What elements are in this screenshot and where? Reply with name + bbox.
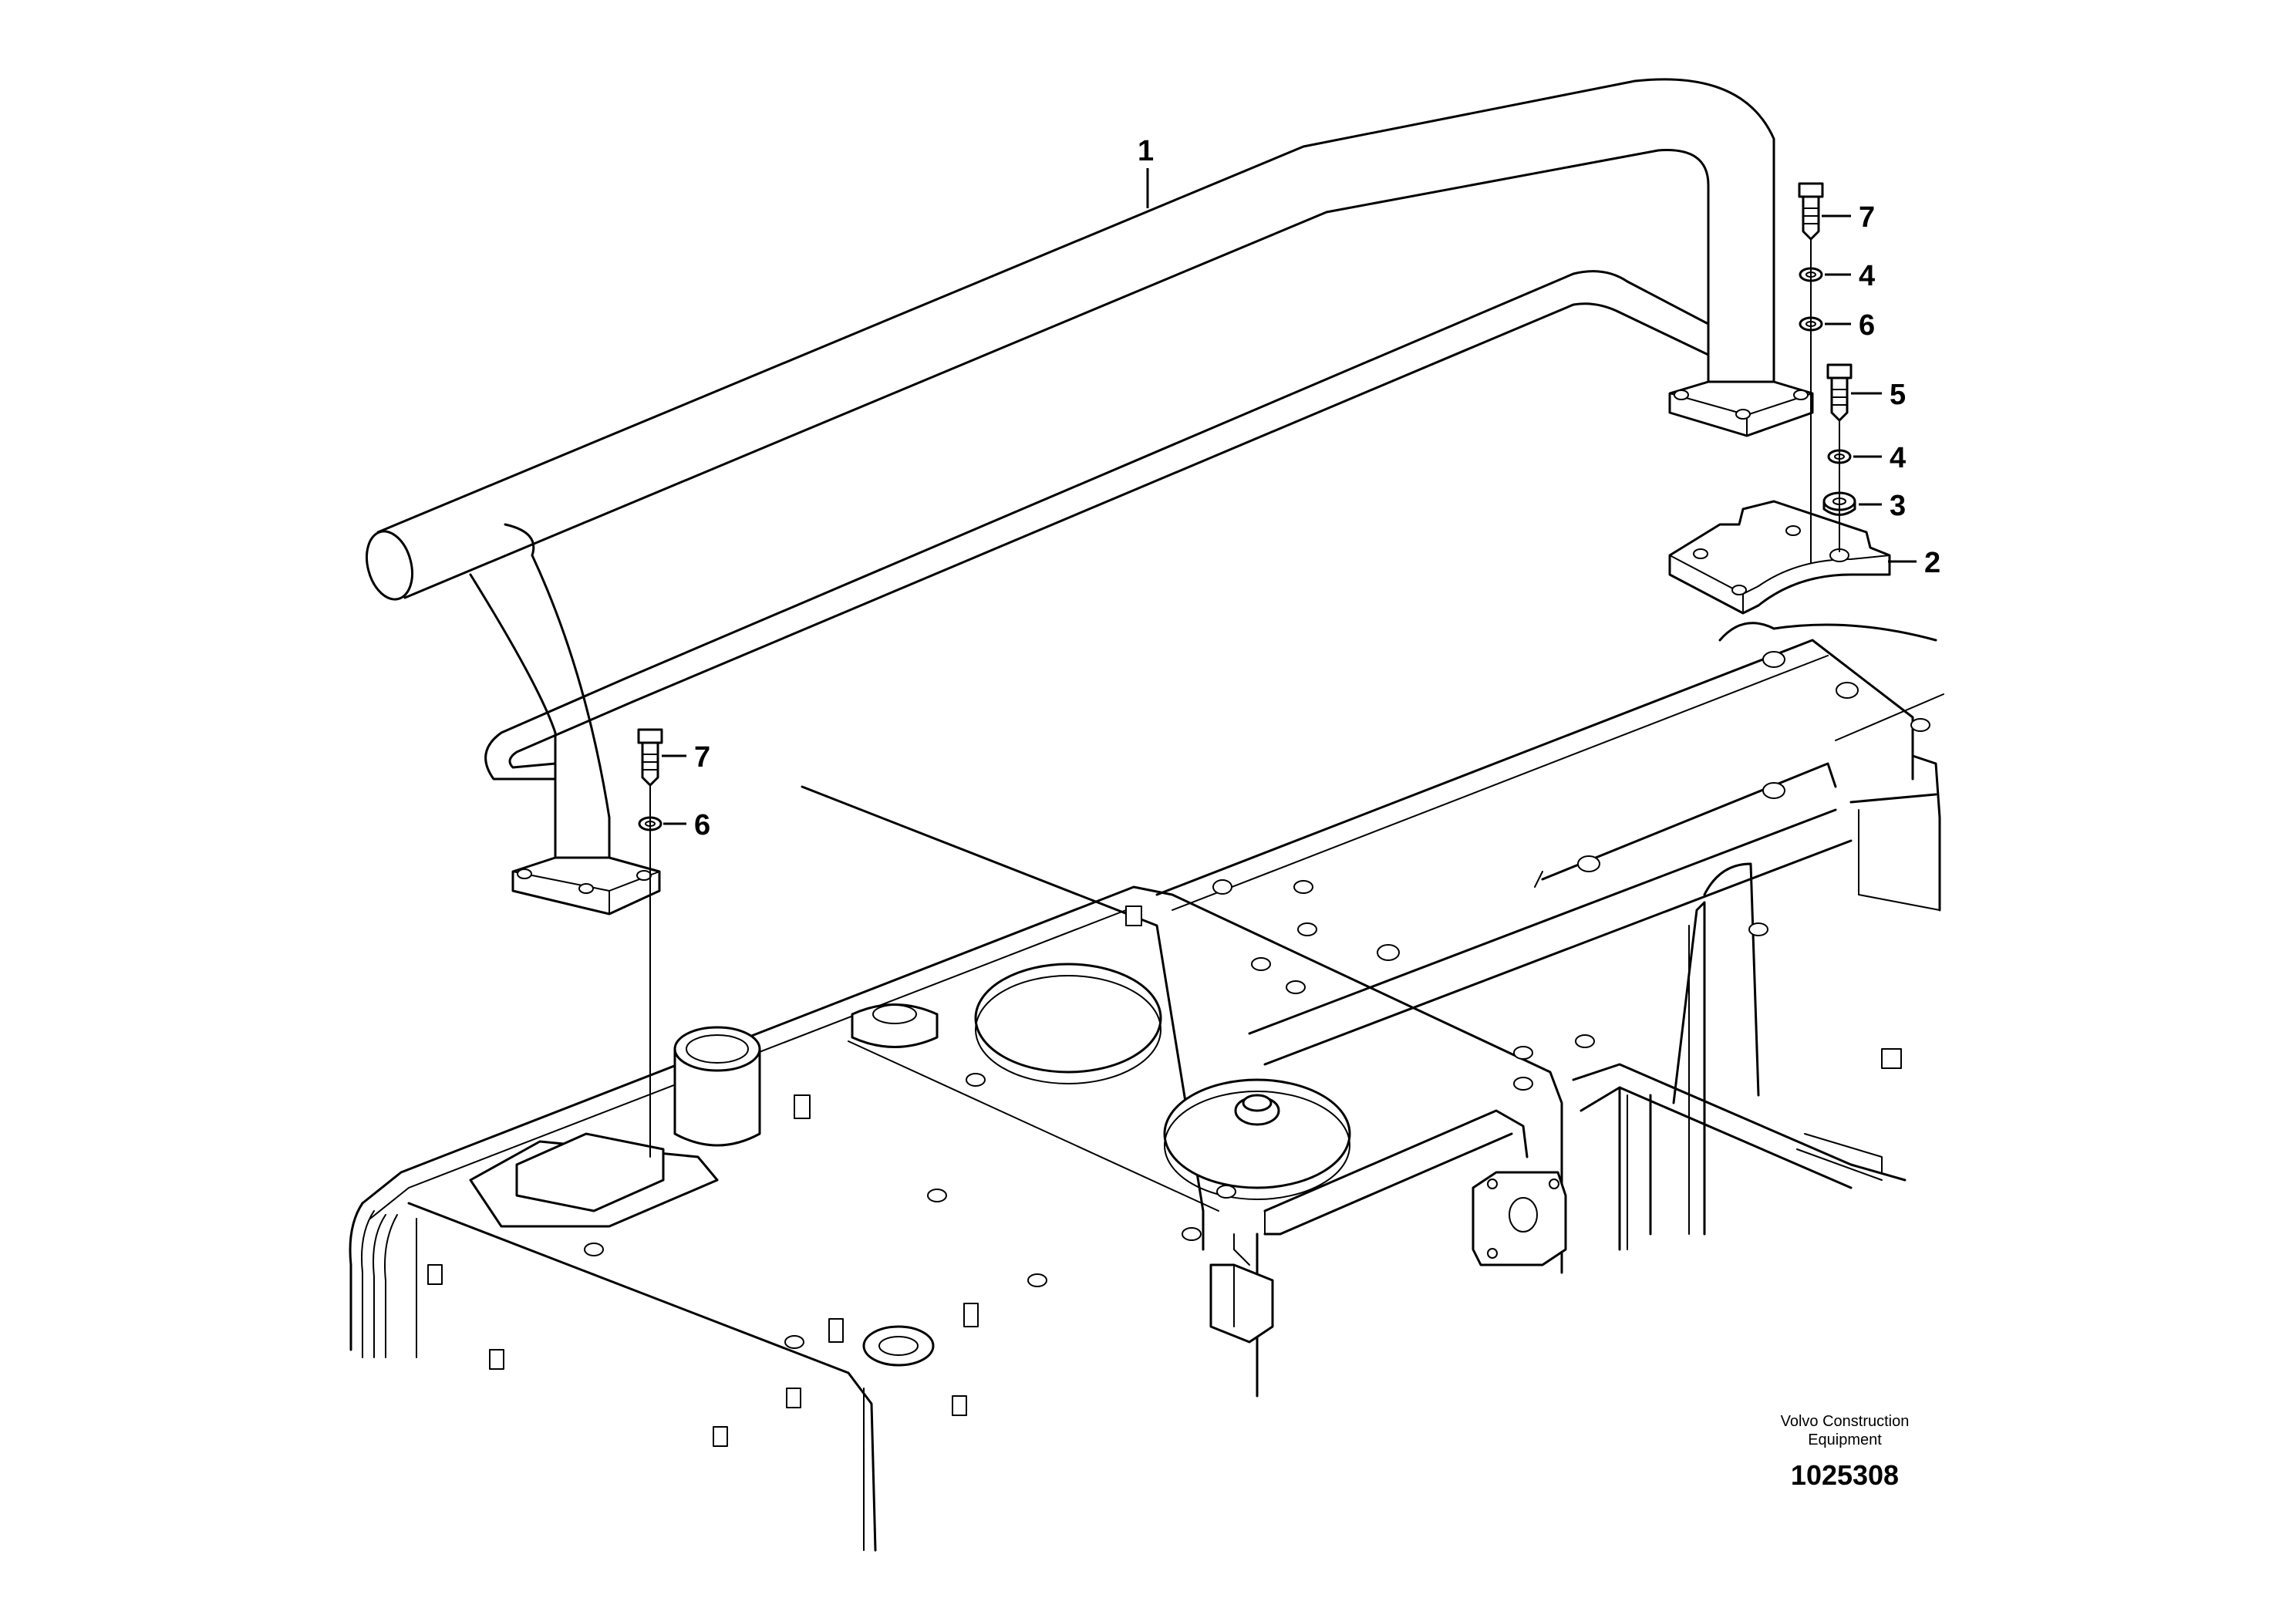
deck-bolts <box>427 905 1902 1447</box>
bracket-part-2 <box>1668 500 1891 615</box>
callout-7-left: 7 <box>694 741 710 774</box>
callout-7-right: 7 <box>1859 201 1875 234</box>
callout-4-right-lower: 4 <box>1890 442 1906 474</box>
brand-line-2: Equipment <box>1808 1431 1882 1448</box>
brand-line-1: Volvo Construction <box>1781 1413 1910 1430</box>
deck-fittings <box>427 651 1930 1447</box>
assembly-lines <box>649 238 1840 1158</box>
callout-4-right-upper: 4 <box>1859 260 1875 292</box>
callout-6-right: 6 <box>1859 309 1875 342</box>
callout-leaders <box>662 168 1917 825</box>
callout-3: 3 <box>1890 490 1906 522</box>
fasteners <box>637 182 1856 831</box>
callout-2: 2 <box>1924 547 1940 579</box>
brand-block: Volvo Construction Equipment 1025308 <box>1781 1413 1910 1491</box>
callout-6-left: 6 <box>694 809 710 841</box>
machine-body <box>349 622 1944 1552</box>
callout-5: 5 <box>1890 379 1906 411</box>
handrail-assembly <box>366 78 1814 916</box>
drawing-number: 1025308 <box>1791 1459 1899 1491</box>
callouts: 1 7 4 6 5 4 3 2 7 6 <box>694 135 1940 841</box>
deck-nuts <box>584 651 1930 1349</box>
callout-1: 1 <box>1138 135 1154 167</box>
